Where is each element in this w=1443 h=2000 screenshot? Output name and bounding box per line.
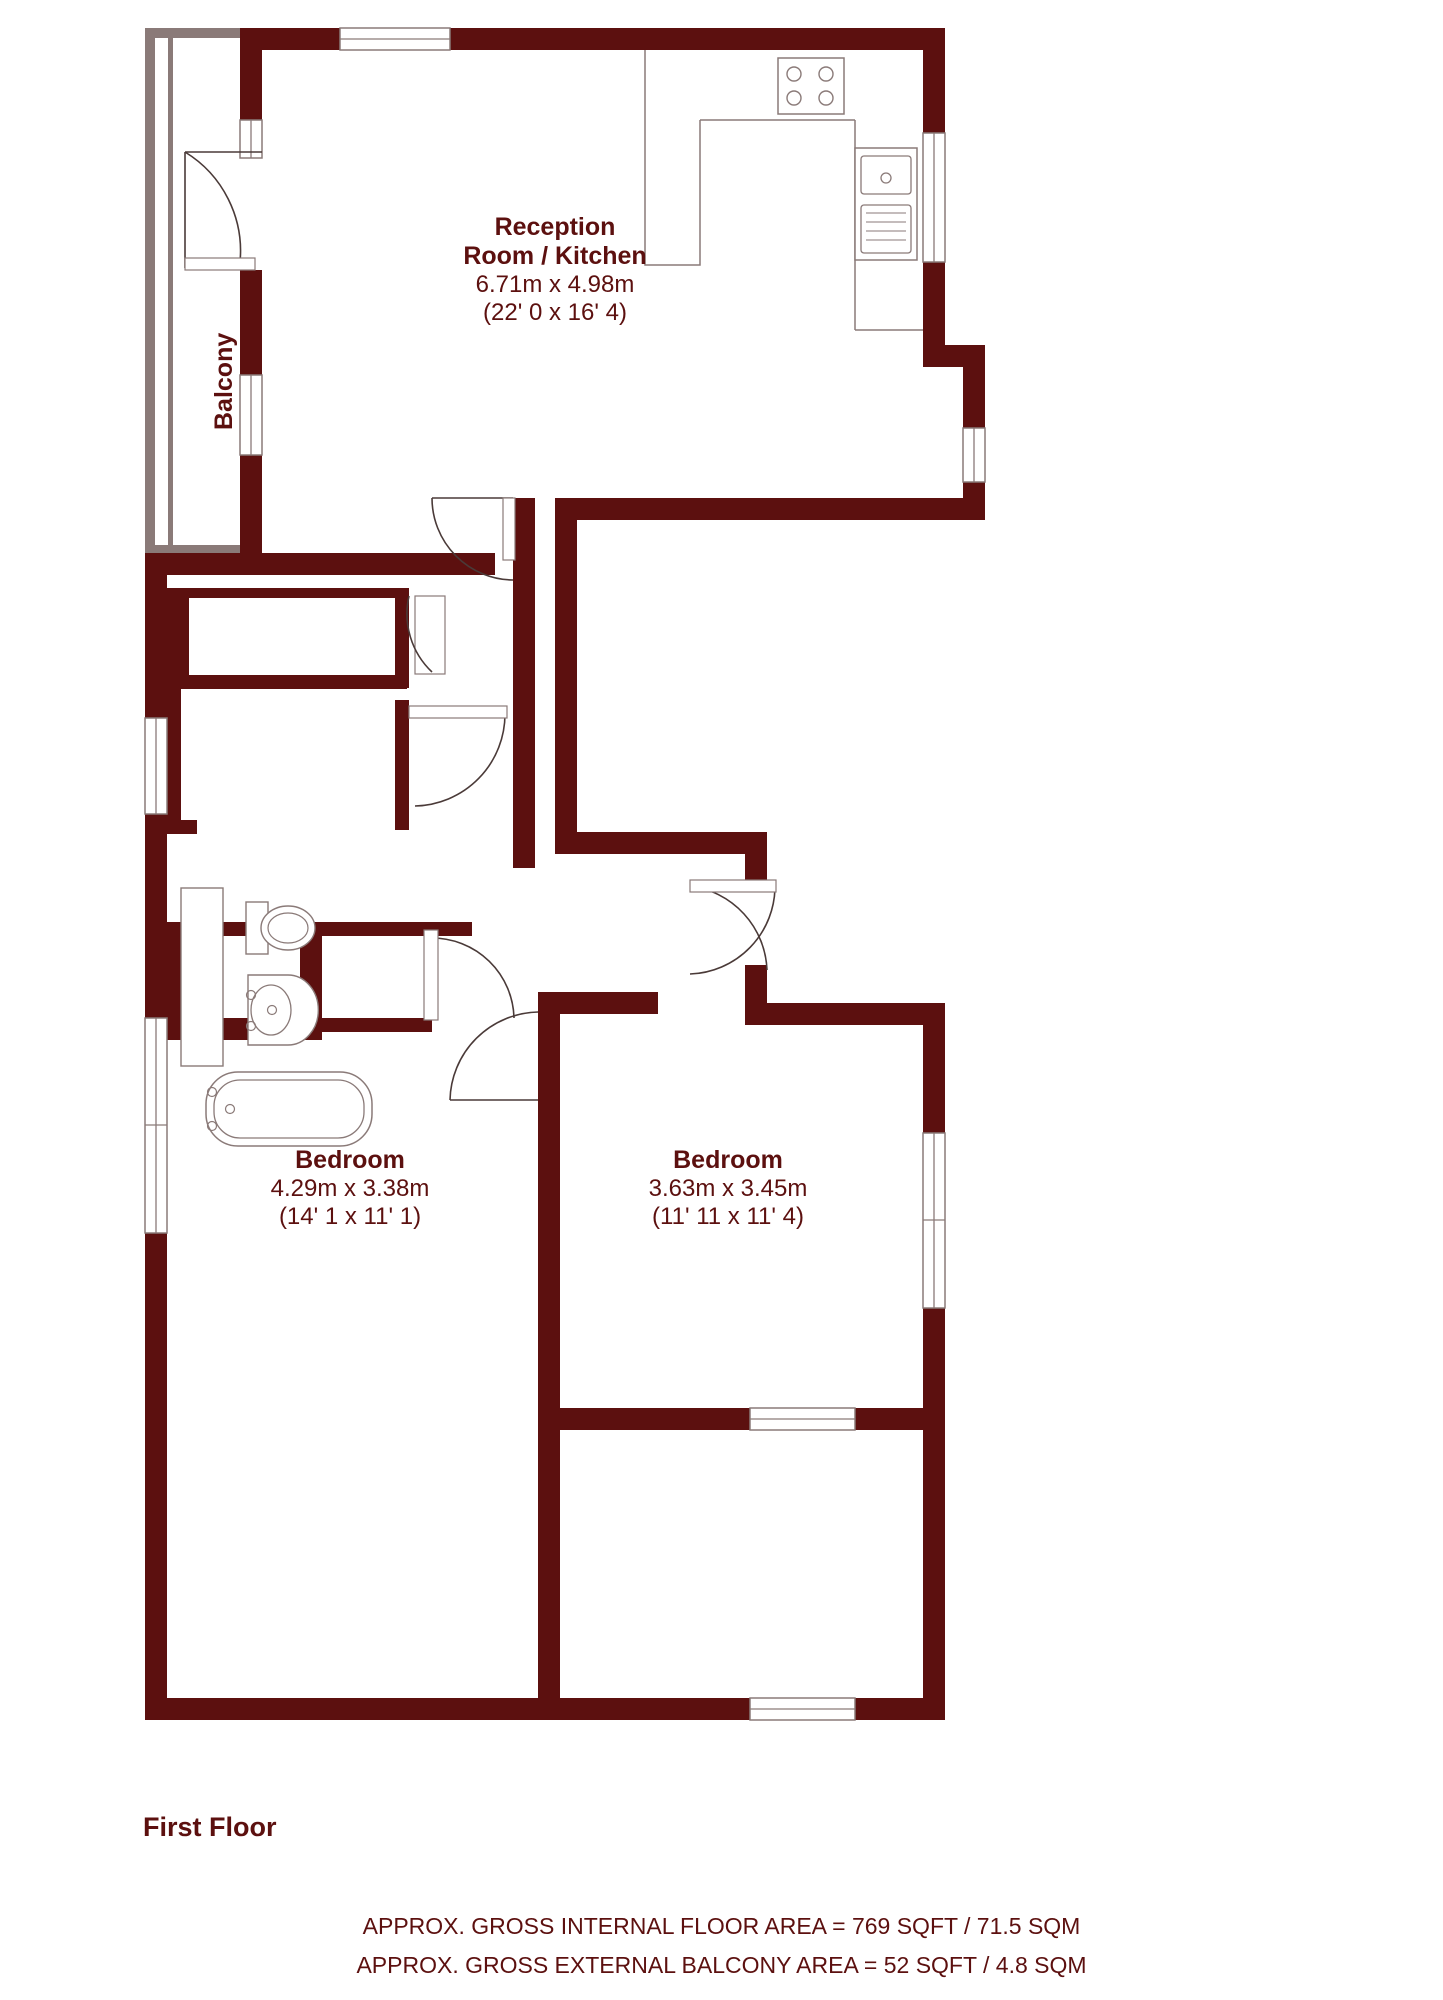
footer-internal-area: APPROX. GROSS INTERNAL FLOOR AREA = 769 … xyxy=(362,1913,1081,1939)
door-bedroom-1 xyxy=(423,929,515,1021)
bedroom-1-dim-imperial: (14' 1 x 11' 1) xyxy=(278,1203,422,1230)
room-label-bedroom-1: Bedroom 4.29m x 3.38m (14' 1 x 11' 1) xyxy=(205,1146,495,1231)
door-storage xyxy=(406,595,433,673)
window-reception-top xyxy=(339,27,451,51)
window-reception-right-upper xyxy=(922,132,946,263)
window-bathroom xyxy=(144,717,168,815)
door-bathroom xyxy=(408,705,508,807)
footer-balcony-area: APPROX. GROSS EXTERNAL BALCONY AREA = 52… xyxy=(356,1952,1087,1978)
toilet-icon xyxy=(245,901,316,955)
window-bedroom-2-top xyxy=(749,1407,856,1431)
bathtub-icon xyxy=(205,1071,373,1147)
room-label-reception-kitchen: Reception Room / Kitchen 6.71m x 4.98m (… xyxy=(405,213,705,327)
doors xyxy=(184,151,777,1101)
wash-basin-icon xyxy=(245,974,319,1046)
bedroom-2-dim-metric: 3.63m x 3.45m xyxy=(648,1175,808,1202)
bathroom-fixtures xyxy=(180,887,373,1147)
reception-dim-metric: 6.71m x 4.98m xyxy=(475,271,635,298)
window-reception-right-step xyxy=(962,427,986,483)
sink-icon xyxy=(854,147,918,261)
reception-name-line1: Reception xyxy=(494,213,616,241)
door-reception-hall xyxy=(414,497,516,675)
window-balcony-door-lower xyxy=(239,374,263,456)
wall-structure xyxy=(145,28,985,1720)
reception-name-line2: Room / Kitchen xyxy=(463,242,647,270)
room-label-bedroom-2: Bedroom 3.63m x 3.45m (11' 11 x 11' 4) xyxy=(583,1146,873,1231)
window-bedroom-2 xyxy=(922,1132,946,1309)
door-bedroom-1-corridor xyxy=(449,1011,539,1101)
window-balcony-door-upper xyxy=(239,119,263,159)
window-bedroom-2-bottom xyxy=(749,1697,856,1721)
bedroom-1-dim-metric: 4.29m x 3.38m xyxy=(270,1175,430,1202)
bedroom-1-name: Bedroom xyxy=(295,1146,405,1174)
reception-dim-imperial: (22' 0 x 16' 4) xyxy=(483,299,627,326)
windows xyxy=(144,27,986,1721)
window-bedroom-1 xyxy=(144,1017,168,1234)
door-bedroom-2 xyxy=(689,879,777,975)
door-balcony xyxy=(184,151,262,271)
bedroom-2-dim-imperial: (11' 11 x 11' 4) xyxy=(652,1203,804,1230)
balcony-label: Balcony xyxy=(210,332,238,430)
floor-title: First Floor xyxy=(143,1812,277,1842)
bedroom-2-name: Bedroom xyxy=(673,1146,783,1174)
balcony-outline xyxy=(145,28,255,555)
hob-icon xyxy=(777,57,845,115)
kitchen-fixtures xyxy=(644,50,923,331)
